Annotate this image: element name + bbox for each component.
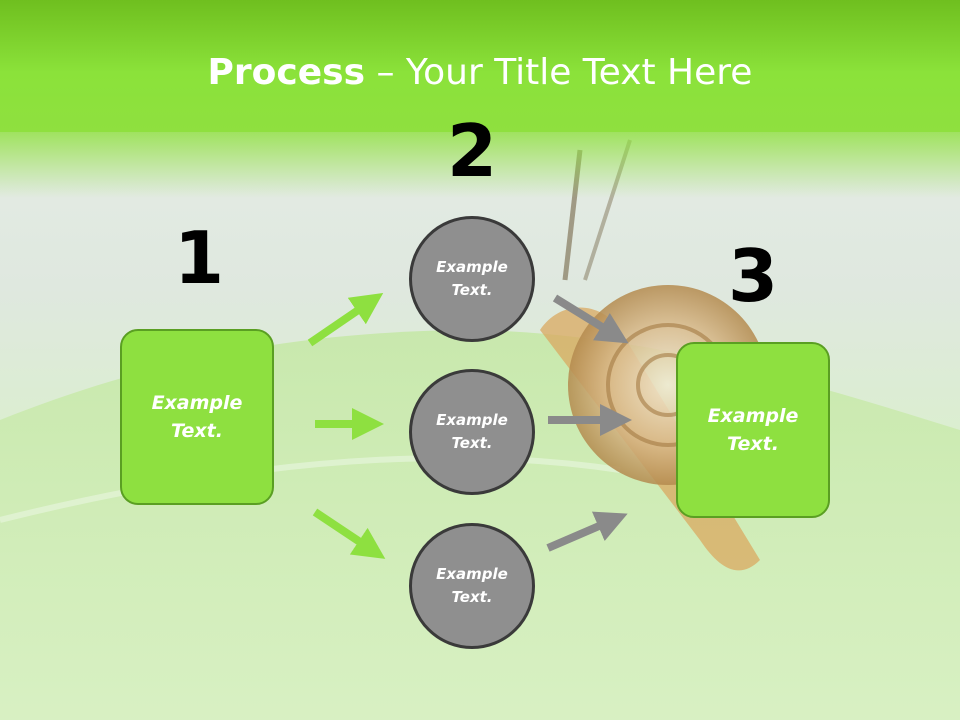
leaf-vein <box>0 455 621 523</box>
arrow-bottom-to-right <box>546 511 628 552</box>
arrow-left-to-top <box>307 292 384 347</box>
circle-middle: Example Text. <box>409 369 535 495</box>
arrow-left-to-bottom <box>312 508 386 559</box>
circle-top: Example Text. <box>409 216 535 342</box>
header-band <box>0 0 960 132</box>
step-number-1: 1 <box>173 216 225 300</box>
left-box: Example Text. <box>120 329 274 505</box>
header-fade <box>0 128 960 198</box>
step-number-3: 3 <box>727 234 779 318</box>
page-title: Process – Your Title Text Here <box>0 52 960 93</box>
circle-bottom: Example Text. <box>409 523 535 649</box>
title-bold: Process <box>207 52 366 93</box>
title-rest: – Your Title Text Here <box>365 52 753 93</box>
arrow-top-to-right <box>552 294 629 344</box>
step-number-2: 2 <box>446 109 498 193</box>
right-box: Example Text. <box>676 342 830 518</box>
